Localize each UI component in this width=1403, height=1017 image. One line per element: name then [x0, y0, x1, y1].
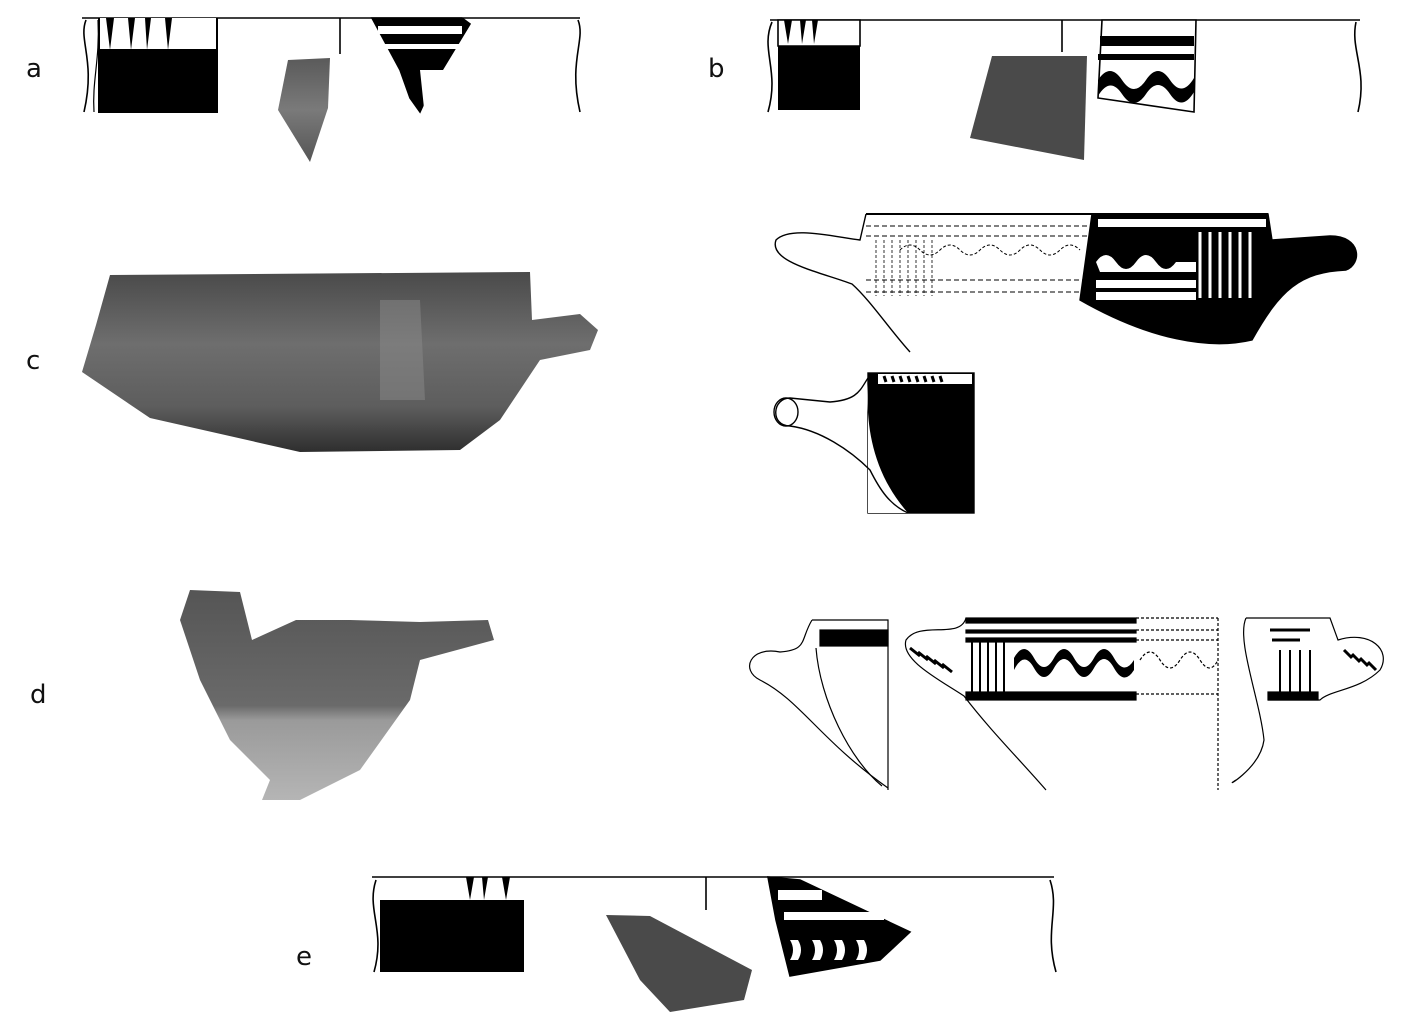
row-b-drawing [767, 19, 1362, 113]
row-label-d: d [30, 680, 47, 710]
row-label-e: e [296, 942, 312, 972]
row-label-a: a [26, 54, 42, 84]
row-d-profile [749, 619, 889, 790]
bowl-photo-c [82, 272, 598, 452]
handle-photo-d [180, 590, 494, 800]
sherd-photo-b [970, 56, 1087, 160]
row-c-reconstruction [774, 213, 1358, 353]
sherd-photo-e [606, 915, 752, 1012]
row-d-reconstruction [904, 617, 1219, 791]
row-a-drawing [82, 17, 581, 114]
row-c-profile [773, 372, 975, 514]
row-e-drawing [372, 876, 1057, 977]
sherd-photo-a [278, 58, 330, 162]
photo-highlight [380, 300, 425, 400]
row-label-c: c [26, 346, 41, 376]
row-d-handle-fragment [1231, 617, 1384, 784]
row-label-b: b [708, 54, 725, 84]
